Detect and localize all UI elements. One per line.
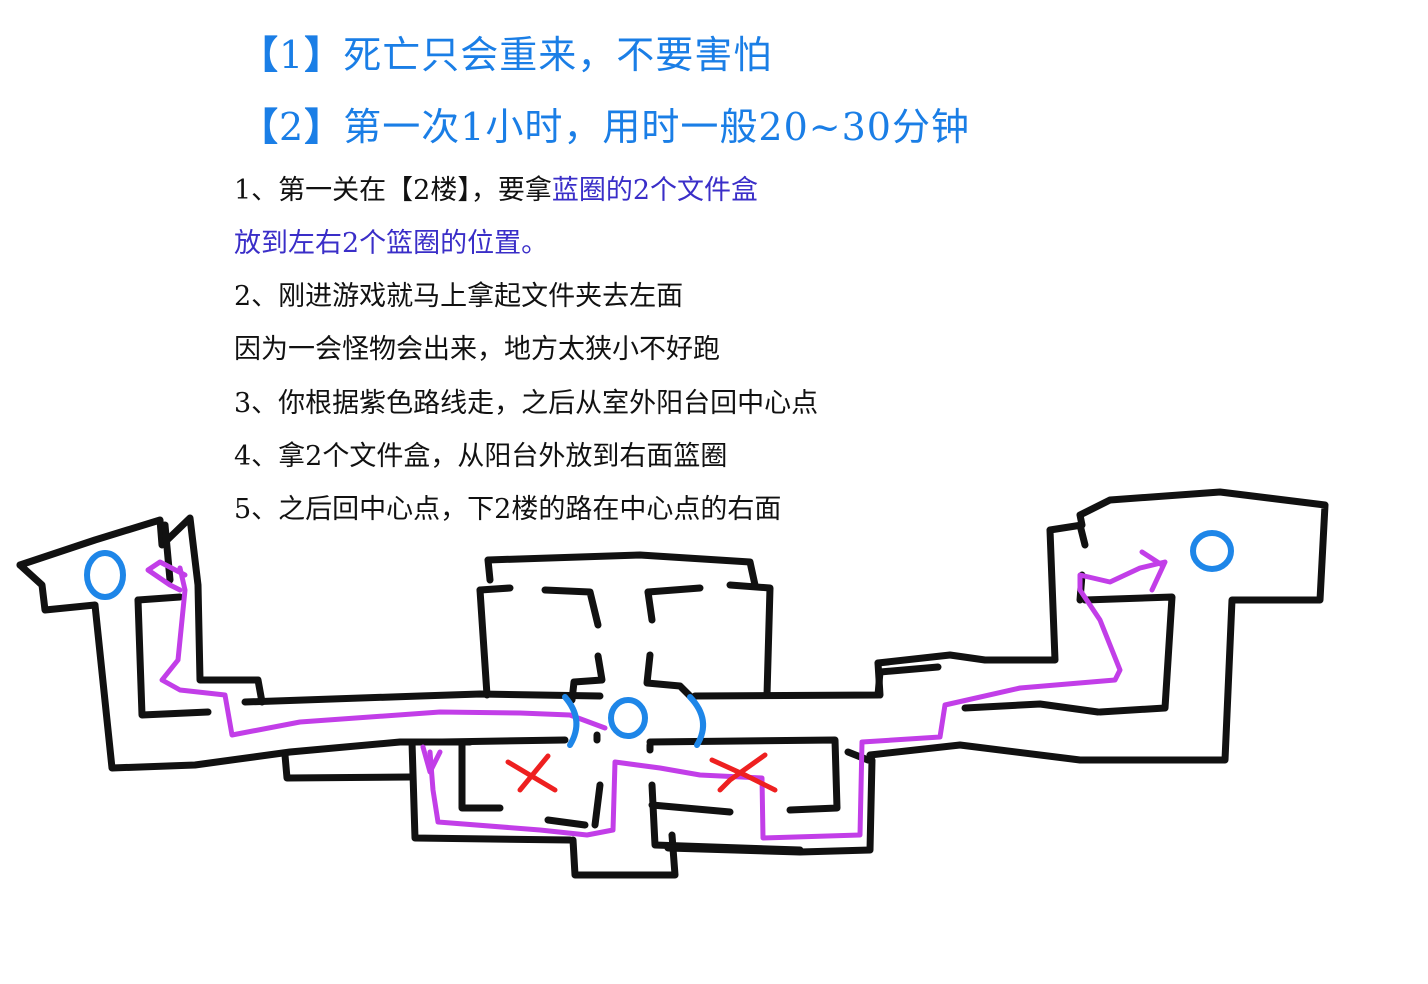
step-5: 5、之后回中心点，下2楼的路在中心点的右面 <box>234 494 782 525</box>
tip-1: 【1】死亡只会重来，不要害怕 <box>240 24 772 79</box>
tip-1-bracket-open: 【 <box>240 32 280 77</box>
step-1: 1、第一关在【2楼】，要拿蓝圈的2个文件盒 <box>234 168 758 207</box>
step-2: 2、刚进游戏就马上拿起文件夹去左面 <box>234 281 684 312</box>
danger-x-right-icon <box>709 752 778 793</box>
tip-2: 【2】第一次1小时，用时一般20~30分钟 <box>240 96 970 151</box>
target-circle-left-icon <box>84 550 126 600</box>
step-1-line-2: 放到左右2个篮圈的位置。 <box>234 228 549 259</box>
tip-2-text: 第一次1小时，用时一般20~30分钟 <box>343 105 970 149</box>
step-3: 3、你根据紫色路线走，之后从室外阳台回中心点 <box>234 388 819 419</box>
danger-x-left-icon <box>505 753 558 793</box>
tip-1-bracket-close: 】 <box>304 32 344 77</box>
door-arc-right-icon <box>687 694 707 748</box>
target-circle-center-icon <box>608 697 648 739</box>
step-4: 4、拿2个文件盒，从阳台外放到右面篮圈 <box>234 441 728 472</box>
target-circle-right-icon <box>1190 530 1234 572</box>
tip-2-bracket-open: 【 <box>240 104 280 149</box>
tip-2-number: 2 <box>279 105 305 149</box>
tip-1-text: 死亡只会重来，不要害怕 <box>343 33 773 77</box>
step-2-line-2: 因为一会怪物会出来，地方太狭小不好跑 <box>234 334 720 365</box>
step-1-prefix: 1、第一关在【2楼】，要拿 <box>234 175 552 206</box>
tip-2-bracket-close: 】 <box>304 104 344 149</box>
tip-1-number: 1 <box>279 33 305 77</box>
map-walls <box>16 488 1329 879</box>
step-1-highlight: 蓝圈的2个文件盒 <box>551 175 759 206</box>
door-arc-left-icon <box>562 694 580 748</box>
danger-markers <box>505 752 778 793</box>
target-markers <box>84 530 1234 748</box>
purple-route <box>145 549 1168 841</box>
